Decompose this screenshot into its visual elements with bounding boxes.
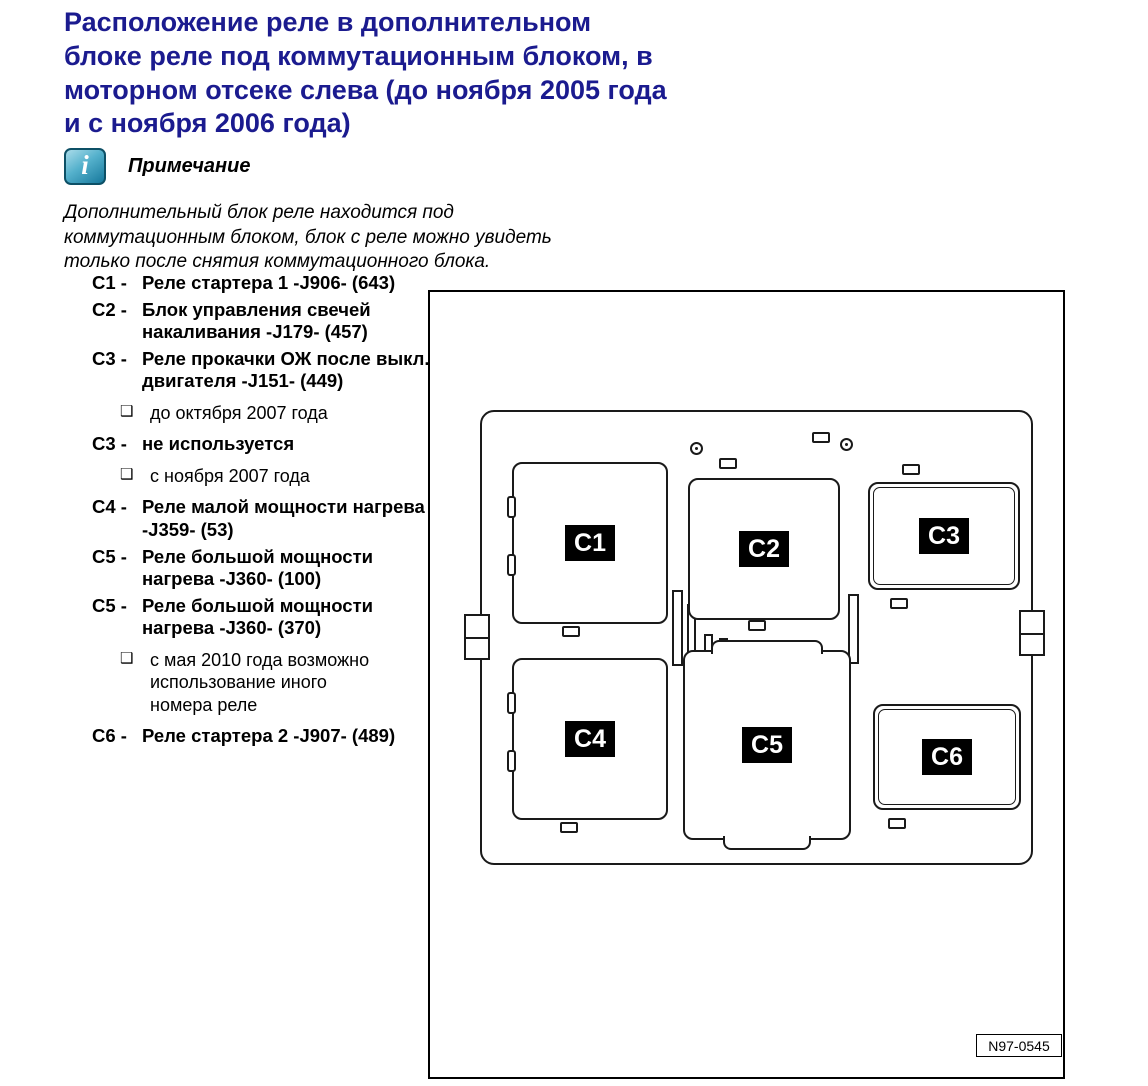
relay-cap [711,640,823,654]
relay-label: C3 [919,517,969,555]
relay-entry: C3 - Реле прокачки ОЖ после выкл. двигат… [92,348,430,393]
info-icon-glyph: i [81,149,89,180]
relay-description: Реле большой мощности нагрева -J360- (37… [142,594,374,639]
relay-code: C5 - [92,545,127,567]
relay-description: Реле большой мощности нагрева -J360- (10… [142,545,374,590]
square-bullet-icon: ❑ [120,465,134,483]
relay-label: C4 [565,720,615,758]
relay-c6: C6 [873,704,1021,810]
relay-notch [507,554,516,576]
bullet-text: с ноября 2007 года [150,465,310,486]
note-body: Дополнительный блок реле находится под к… [64,202,552,273]
relay-code: C3 - [92,433,127,455]
relay-notch [507,750,516,772]
relay-entry: C5 - Реле большой мощности нагрева -J360… [92,546,430,591]
note-heading-row: i Примечание [64,148,250,185]
relay-code: C2 - [92,298,127,320]
relay-description: Реле малой мощности нагрева -J359- (53) [142,496,425,540]
relay-entry: C1 - Реле стартера 1 -J906- (643) [92,272,430,295]
relay-description: не используется [142,433,295,455]
rail [672,590,683,666]
relay-label: C5 [742,726,792,764]
relay-c1: C1 [507,462,668,624]
note-bullet: ❑ до октября 2007 года [120,402,382,425]
relay-label: C1 [565,524,615,562]
relay-c3: C3 [868,482,1020,590]
relay-description: Реле стартера 1 -J906- (643) [142,272,396,293]
relay-carrier: C1 C2 C3 C4 C5 C6 [464,410,1045,865]
relay-c4: C4 [507,658,668,820]
bullet-text: до октября 2007 года [150,402,328,423]
relay-label: C6 [922,738,972,776]
mounting-clip [719,458,737,469]
relay-code: C5 - [92,594,127,616]
mounting-clip [560,822,578,833]
relay-code: C1 - [92,272,127,293]
rail [848,594,859,664]
figure-id-label: N97-0545 [976,1034,1062,1057]
mounting-clip [748,620,766,631]
relay-code: C3 - [92,347,127,369]
relay-description: Реле прокачки ОЖ после выкл. двигателя -… [142,347,430,392]
mounting-clip [888,818,906,829]
relay-notch [507,496,516,518]
mounting-clip [890,598,908,609]
relay-legend-list: C1 - Реле стартера 1 -J906- (643) C2 - Б… [92,272,430,752]
relay-entry: C2 - Блок управления свечей накаливания … [92,299,430,344]
note-bullet: ❑ с ноября 2007 года [120,465,382,488]
square-bullet-icon: ❑ [120,649,134,667]
note-heading: Примечание [128,155,251,177]
relay-code: C6 - [92,725,127,747]
relay-notch [507,692,516,714]
screw-icon [690,442,703,455]
bullet-text: с мая 2010 года возможно использование и… [150,649,370,715]
figure-frame: C1 C2 C3 C4 C5 C6 N97-0545 [428,290,1065,1079]
mounting-clip [562,626,580,637]
note-bullet: ❑ с мая 2010 года возможно использование… [120,649,382,717]
page-title: Расположение реле в дополнительном блоке… [64,7,667,139]
relay-description: Блок управления свечей накаливания -J179… [142,298,371,343]
side-tab [1019,610,1045,656]
side-tab [464,614,490,660]
relay-description: Реле стартера 2 -J907- (489) [142,725,396,747]
square-bullet-icon: ❑ [120,402,134,420]
relay-entry: C4 - Реле малой мощности нагрева -J359- … [92,496,430,541]
relay-cap [723,836,811,850]
relay-entry: C6 - Реле стартера 2 -J907- (489) [92,725,430,748]
relay-entry: C3 - не используется [92,433,430,456]
relay-label: C2 [739,530,789,568]
screw-icon [840,438,853,451]
relay-code: C4 - [92,496,127,518]
info-icon: i [64,148,106,185]
relay-c5: C5 [683,640,851,850]
relay-entry: C5 - Реле большой мощности нагрева -J360… [92,595,430,640]
relay-c2: C2 [688,478,840,620]
mounting-clip [902,464,920,475]
mounting-clip [812,432,830,443]
